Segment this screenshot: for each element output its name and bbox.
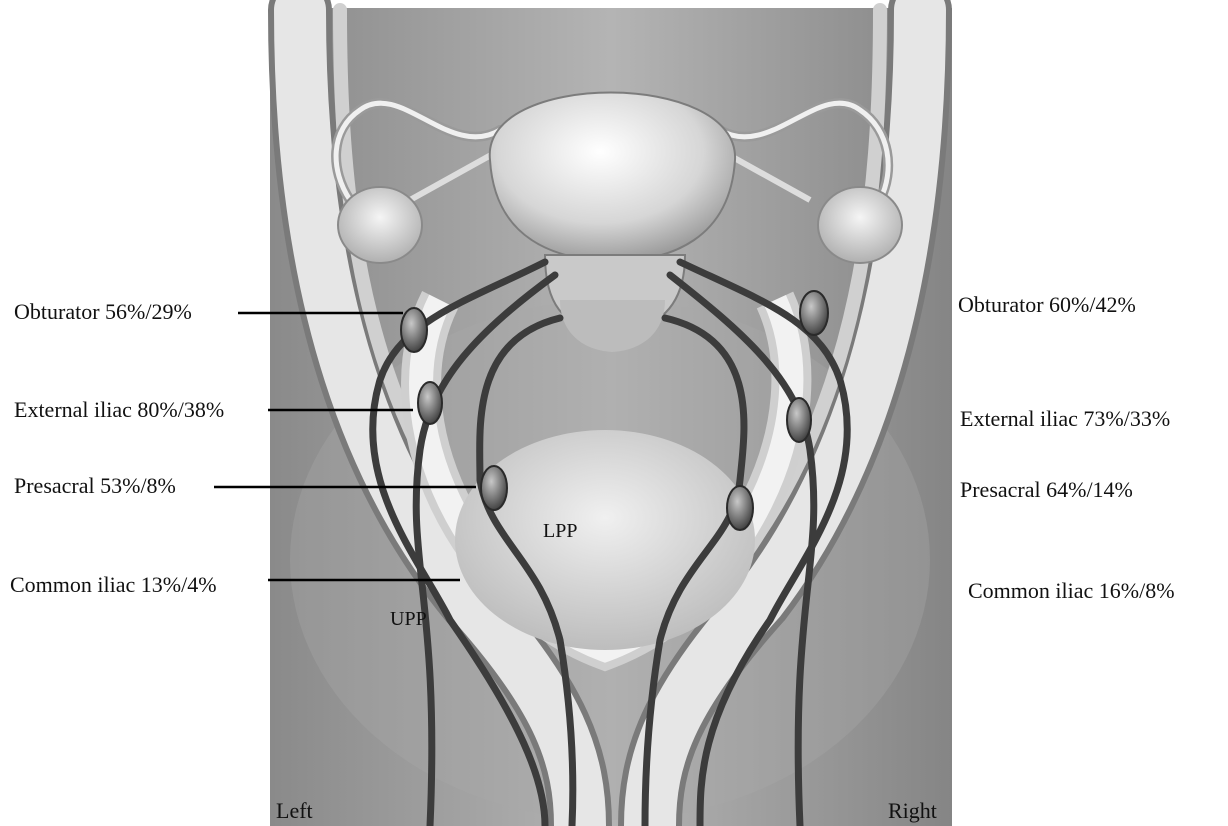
right-obturator-node xyxy=(800,291,828,335)
left-obturator-node xyxy=(401,308,427,352)
label-left-obturator: Obturator 56%/29% xyxy=(14,301,192,323)
label-right-side: Right xyxy=(888,800,937,822)
label-right-common-iliac: Common iliac 16%/8% xyxy=(968,580,1175,602)
left-ovary xyxy=(338,187,422,263)
label-right-external-iliac: External iliac 73%/33% xyxy=(960,408,1170,430)
label-right-obturator: Obturator 60%/42% xyxy=(958,294,1136,316)
label-upp: UPP xyxy=(390,609,427,629)
label-left-external-iliac: External iliac 80%/38% xyxy=(14,399,224,421)
label-left-common-iliac: Common iliac 13%/4% xyxy=(10,574,217,596)
right-ovary xyxy=(818,187,902,263)
uterus xyxy=(490,93,735,263)
right-external-iliac-node xyxy=(787,398,811,442)
label-lpp: LPP xyxy=(543,521,577,541)
left-presacral-node xyxy=(481,466,507,510)
label-left-side: Left xyxy=(276,800,313,822)
bladder xyxy=(455,430,755,650)
label-left-presacral: Presacral 53%/8% xyxy=(14,475,176,497)
right-presacral-node xyxy=(727,486,753,530)
left-external-iliac-node xyxy=(418,382,442,424)
label-right-presacral: Presacral 64%/14% xyxy=(960,479,1133,501)
